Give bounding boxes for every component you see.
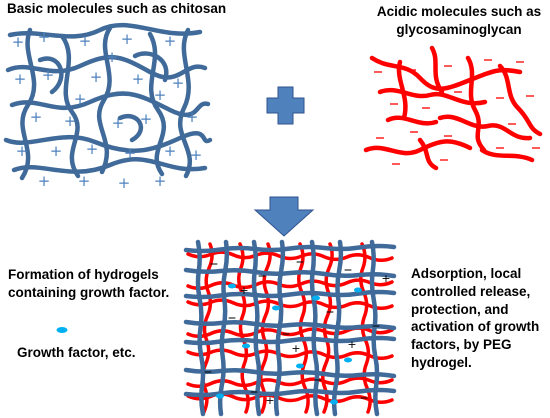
- plus-symbol: +: [347, 338, 356, 351]
- plus-symbol: +: [164, 142, 177, 160]
- chitosan-strand: [251, 239, 262, 417]
- chitosan-network: [3, 22, 213, 181]
- gag-strand: [377, 87, 488, 106]
- chitosan-strand: [217, 239, 230, 417]
- plus-symbol: +: [78, 172, 91, 190]
- plus-symbol: +: [132, 70, 145, 88]
- chitosan-strand: [117, 113, 144, 143]
- growth-factor-dot: [330, 399, 338, 405]
- gag-strand: [186, 250, 394, 263]
- gag-strand: [385, 115, 439, 126]
- plus-symbol: +: [124, 144, 137, 162]
- growth-factor-label: Growth factor, etc.: [17, 345, 136, 360]
- gag-strand: [186, 376, 394, 389]
- plus-symbol: +: [291, 342, 300, 355]
- down-arrow-icon: [253, 196, 315, 237]
- adsorption-description: Adsorption, local controlled release, pr…: [411, 266, 540, 371]
- growth-factor-dot: [272, 305, 280, 311]
- gag-strand: [437, 114, 533, 141]
- growth-factor-dot: [228, 283, 236, 289]
- gag-strand: [417, 137, 439, 171]
- glycosaminoglycan-network: [363, 45, 543, 171]
- growth-factor-dot: [354, 287, 362, 293]
- plus-symbol: +: [265, 394, 274, 407]
- growth-factor-dot: [296, 363, 304, 369]
- growth-factor-dot: [344, 357, 352, 363]
- chitosan-strand: [331, 239, 344, 417]
- growth-factor-icon: [56, 327, 68, 333]
- plus-symbol: +: [112, 114, 125, 132]
- plus-symbol: +: [30, 108, 43, 126]
- chitosan-strand: [183, 267, 397, 279]
- growth-factor-dot: [312, 295, 320, 301]
- chitosan-strand: [195, 239, 206, 417]
- plus-symbol: +: [86, 140, 99, 158]
- plus-symbol: +: [154, 86, 167, 104]
- chitosan-strand: [3, 131, 213, 153]
- plus-symbol: +: [172, 74, 185, 92]
- gag-strand: [186, 298, 394, 311]
- gag-strand: [259, 242, 272, 414]
- chitosan-strand: [7, 22, 203, 39]
- chitosan-strand: [183, 289, 397, 300]
- plus-symbol: +: [121, 30, 134, 48]
- plus-symbol: +: [106, 48, 119, 66]
- chitosan-strand: [369, 239, 380, 417]
- chitosan-strand: [37, 56, 64, 95]
- gag-strand: [297, 242, 310, 414]
- plus-symbol: +: [186, 108, 199, 126]
- chitosan-strand: [11, 157, 208, 174]
- chitosan-strand: [132, 51, 169, 83]
- gag-strand: [429, 45, 445, 95]
- chitosan-strand: [273, 239, 286, 417]
- chitosan-strand: [5, 54, 208, 80]
- plus-symbol: +: [118, 174, 131, 192]
- plus-symbol: +: [16, 142, 29, 160]
- plus-symbol: +: [79, 32, 92, 50]
- plus-symbol: +: [74, 90, 87, 108]
- plus-symbol: +: [190, 146, 203, 164]
- plus-symbol: +: [64, 112, 77, 130]
- chitosan-strand: [59, 33, 81, 179]
- plus-symbol: +: [14, 70, 27, 88]
- plus-symbol: +: [239, 284, 248, 297]
- growth-factor-dot: [242, 343, 250, 349]
- chitosan-strand: [183, 335, 397, 346]
- gag-strand: [497, 63, 543, 137]
- hydrogel-mesh: + + + + +: [183, 239, 397, 417]
- chitosan-strand: [309, 239, 320, 417]
- chitosan-strand: [183, 243, 397, 254]
- gag-strand: [363, 139, 473, 156]
- chitosan-strand: [9, 91, 211, 118]
- positive-charges: ++++++++++++++++++++++++++++: [12, 28, 203, 192]
- plus-symbol: +: [38, 172, 51, 190]
- hydrogel-formation-label: Formation of hydrogels containing growth…: [8, 267, 170, 300]
- basic-molecules-label: Basic molecules such as chitosan: [7, 1, 227, 16]
- growth-factor-dot: [216, 393, 224, 399]
- acidic-molecules-label: Acidic molecules such as glycosaminoglyc…: [376, 4, 542, 37]
- chitosan-strand: [177, 27, 193, 179]
- chitosan-strand: [183, 367, 397, 379]
- gag-strand: [465, 55, 487, 153]
- gag-strand: [396, 59, 408, 121]
- gag-strand: [369, 55, 523, 91]
- plus-symbol: +: [154, 172, 167, 190]
- plus-symbol: +: [140, 110, 153, 128]
- gag-strand: [479, 147, 535, 163]
- chitosan-strand: [19, 27, 37, 181]
- plus-symbol: +: [12, 33, 25, 51]
- plus-symbol: +: [381, 272, 390, 285]
- plus-symbol: +: [164, 32, 177, 50]
- plus-sign-icon: [266, 86, 305, 125]
- plus-symbol: +: [50, 142, 63, 160]
- plus-symbol: +: [38, 28, 51, 46]
- plus-symbol: +: [90, 68, 103, 86]
- chitosan-strand: [183, 319, 397, 331]
- plus-symbol: +: [42, 66, 55, 84]
- negative-charges: [374, 59, 540, 165]
- chitosan-strand: [96, 25, 113, 175]
- gag-strand: [186, 348, 394, 361]
